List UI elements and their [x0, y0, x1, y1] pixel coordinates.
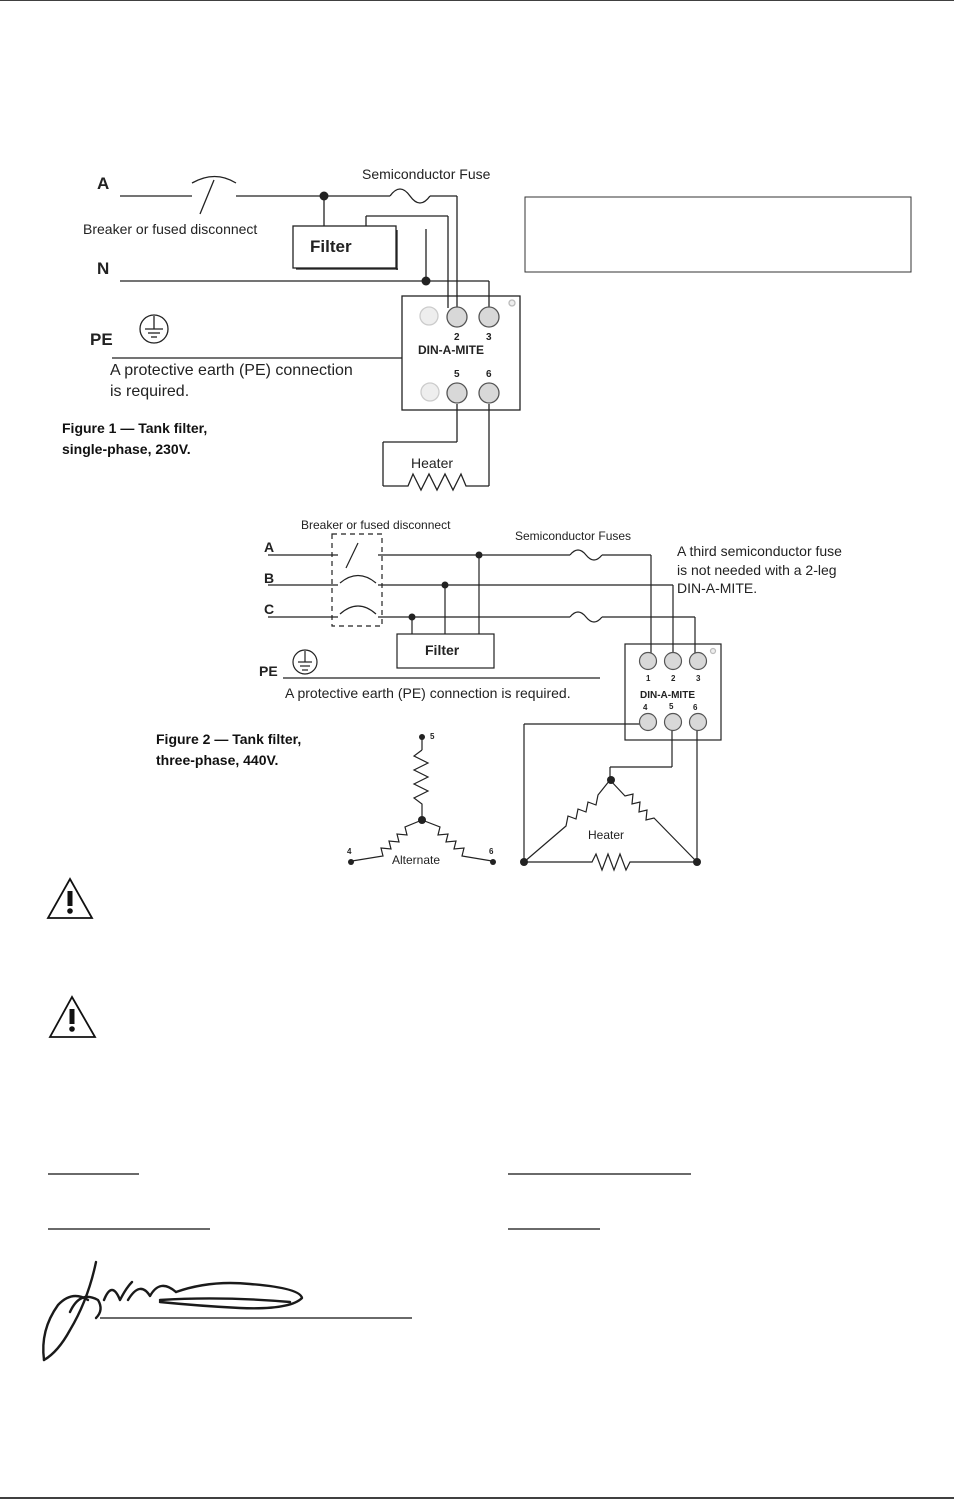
terminal-5-fig2: [663, 712, 683, 732]
fig2-breaker-label: Breaker or fused disconnect: [301, 518, 451, 532]
fig1-t2: 2: [454, 332, 460, 343]
fig1-label-a: A: [97, 174, 109, 193]
fig2-heater-label: Heater: [588, 828, 624, 842]
heater-coil-1: [383, 472, 489, 492]
terminal-3-fig1: [478, 306, 500, 328]
terminal-2-fig1: [446, 306, 468, 328]
terminal-6-fig1: [478, 382, 500, 404]
fig2-alt-5: 5: [430, 732, 435, 741]
note-box: [524, 196, 912, 273]
fig2-note-2: is not needed with a 2-leg: [677, 562, 837, 578]
fig1-caption-2: single-phase, 230V.: [62, 441, 191, 457]
fig1-t6: 6: [486, 369, 492, 380]
fig1-filter-label: Filter: [310, 237, 352, 256]
fig2-label-b: B: [264, 570, 274, 586]
fig1-t3: 3: [486, 332, 492, 343]
fig2-pe-note: A protective earth (PE) connection is re…: [285, 685, 571, 701]
ground-icon-fig1: [139, 314, 169, 344]
fig2-t2: 2: [671, 674, 676, 683]
fig2-fuses-label: Semiconductor Fuses: [515, 529, 631, 543]
fig2-alt-4: 4: [347, 847, 352, 856]
terminal-blank-bottom-1: [420, 382, 440, 402]
alternate-wye-left: [351, 819, 423, 862]
fig2-note-1: A third semiconductor fuse: [677, 543, 842, 559]
fig2-t5: 5: [669, 702, 674, 711]
terminal-blank-top-1: [419, 306, 439, 326]
alternate-wye-top: [412, 749, 430, 820]
fig2-t4: 4: [643, 703, 648, 712]
fig2-label-pe: PE: [259, 663, 278, 679]
terminal-6-fig2: [688, 712, 708, 732]
heater-delta-bottom: [524, 852, 697, 872]
handwritten-signature: [42, 1260, 304, 1362]
fig2-caption-2: three-phase, 440V.: [156, 752, 278, 768]
fig2-t6: 6: [693, 703, 698, 712]
fig2-filter-label: Filter: [425, 642, 460, 658]
warning-icon-2: [48, 995, 97, 1038]
fig1-pe-note-1: A protective earth (PE) connection: [110, 362, 353, 379]
fig1-pe-note-2: is required.: [110, 383, 189, 400]
fig2-alternate-label: Alternate: [392, 853, 440, 867]
fig2-t3: 3: [696, 674, 701, 683]
figure-2: [268, 533, 722, 872]
alternate-wye-right: [421, 819, 493, 862]
terminal-2-fig2: [663, 651, 683, 671]
fig2-alt-6: 6: [489, 847, 494, 856]
terminal-1-fig2: [638, 651, 658, 671]
fig2-caption-1: Figure 2 — Tank filter,: [156, 731, 301, 747]
fig1-breaker-label: Breaker or fused disconnect: [83, 221, 257, 237]
fig1-label-n: N: [97, 259, 109, 278]
terminal-4-fig2: [638, 712, 658, 732]
breaker-enclosure: [331, 533, 383, 627]
fig1-din-name: DIN-A-MITE: [418, 343, 484, 357]
din-a-mite-box-2: [624, 643, 722, 741]
fig2-note-3: DIN-A-MITE.: [677, 580, 757, 596]
fig2-t1: 1: [646, 674, 651, 683]
fig2-din-name: DIN-A-MITE: [640, 690, 695, 701]
warning-icon-1: [46, 877, 94, 919]
ground-icon-fig2: [292, 649, 318, 675]
filter-box-2: [396, 633, 495, 669]
filter-box-1: [292, 225, 397, 269]
fig1-fuse-label: Semiconductor Fuse: [362, 166, 491, 182]
din-a-mite-box-1: [401, 295, 521, 411]
terminal-3-fig2: [688, 651, 708, 671]
fig2-label-c: C: [264, 601, 274, 617]
fig1-label-pe: PE: [90, 330, 113, 349]
fig1-caption-1: Figure 1 — Tank filter,: [62, 420, 207, 436]
fig1-heater-label: Heater: [411, 455, 453, 471]
fig2-label-a: A: [264, 539, 274, 555]
fig1-t5: 5: [454, 369, 460, 380]
terminal-5-fig1: [446, 382, 468, 404]
heater-delta-left: [523, 779, 611, 863]
heater-delta-right: [609, 779, 698, 863]
figure-1: [112, 175, 521, 492]
